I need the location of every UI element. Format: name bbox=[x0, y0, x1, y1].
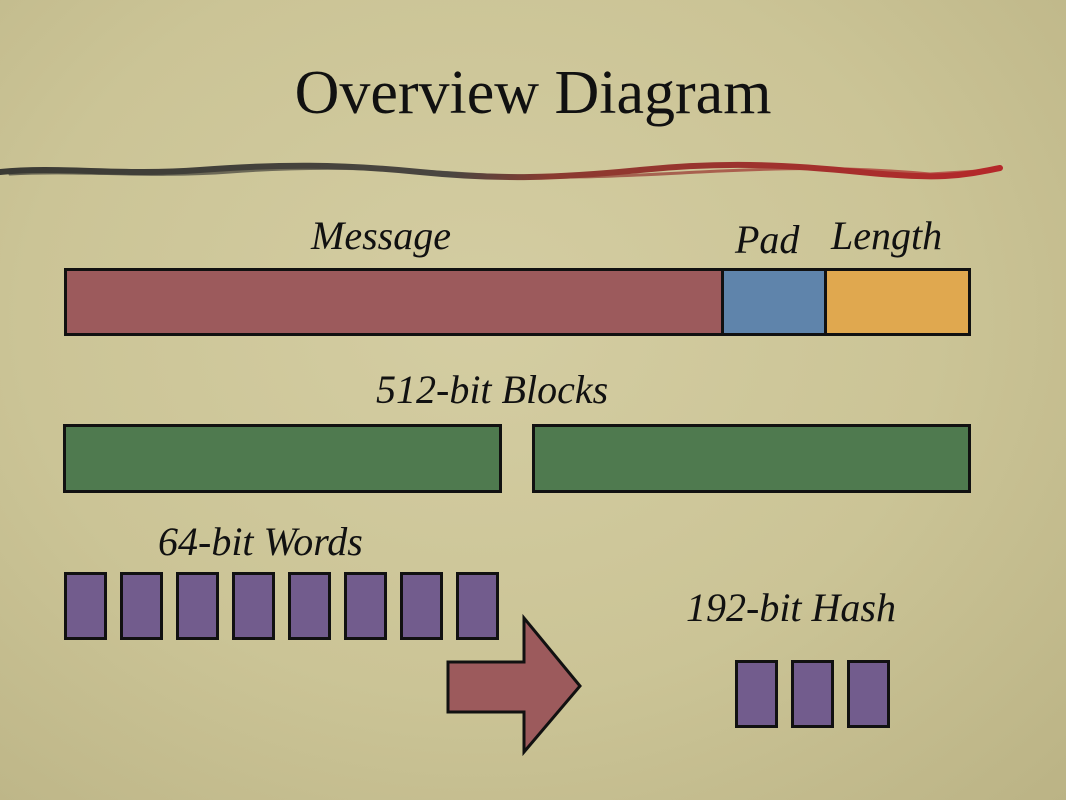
word-1 bbox=[64, 572, 107, 640]
divider-rule bbox=[0, 161, 1003, 181]
word-3 bbox=[176, 572, 219, 640]
pad-label: Pad bbox=[735, 217, 800, 262]
pad-segment bbox=[721, 268, 828, 336]
word-2 bbox=[120, 572, 163, 640]
message-label: Message bbox=[311, 213, 451, 258]
hash-word-3 bbox=[847, 660, 890, 728]
block-2 bbox=[532, 424, 971, 493]
word-6 bbox=[344, 572, 387, 640]
word-5 bbox=[288, 572, 331, 640]
arrow-right-icon bbox=[446, 613, 582, 757]
word-4 bbox=[232, 572, 275, 640]
length-label: Length bbox=[831, 213, 943, 258]
word-8 bbox=[456, 572, 499, 640]
words-label: 64-bit Words bbox=[158, 519, 363, 564]
blocks-label: 512-bit Blocks bbox=[376, 367, 609, 412]
hash-word-2 bbox=[791, 660, 834, 728]
word-7 bbox=[400, 572, 443, 640]
block-1 bbox=[63, 424, 502, 493]
slide-title: Overview Diagram bbox=[294, 59, 772, 127]
length-segment bbox=[824, 268, 971, 336]
hash-label: 192-bit Hash bbox=[686, 585, 896, 630]
message-segment bbox=[64, 268, 725, 336]
hash-word-1 bbox=[735, 660, 778, 728]
